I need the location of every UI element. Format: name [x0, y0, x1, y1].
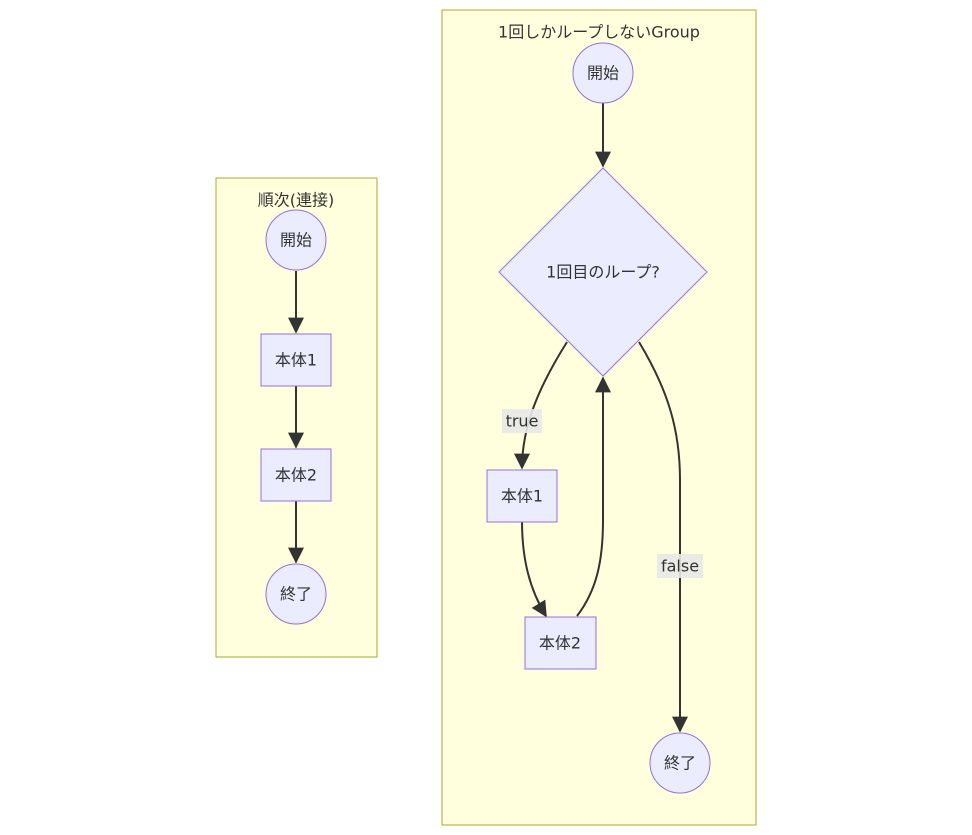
sequential-start-node: 開始	[265, 209, 327, 271]
sequential-start-label: 開始	[280, 231, 312, 250]
sequential-body2-label: 本体2	[275, 466, 317, 485]
edge-label-false: false	[657, 554, 703, 578]
loop-start-node: 開始	[572, 42, 634, 104]
loop-decision-node: 1回目のループ?	[498, 167, 708, 377]
loop-end-label: 終了	[664, 754, 696, 773]
loop-decision-label: 1回目のループ?	[546, 263, 660, 282]
loop-edge-body1-body2	[521, 520, 547, 618]
loop-body2-label: 本体2	[539, 634, 581, 653]
loop-body1-node: 本体1	[486, 469, 558, 523]
loop-body1-label: 本体1	[501, 487, 543, 506]
loop-group-cluster: 1回しかループしないGroup	[441, 9, 757, 826]
sequential-end-node: 終了	[265, 563, 327, 625]
loop-edge-body2-decision	[576, 376, 611, 617]
loop-group-cluster-title: 1回しかループしないGroup	[498, 23, 700, 42]
edge-label-true: true	[502, 409, 542, 433]
sequential-body2-node: 本体2	[260, 448, 332, 502]
edge-label-false-text: false	[661, 557, 699, 576]
loop-start-label: 開始	[587, 64, 619, 83]
loop-end-node: 終了	[649, 732, 711, 794]
sequential-body1-label: 本体1	[275, 351, 317, 370]
sequential-end-label: 終了	[280, 585, 312, 604]
loop-body2-node: 本体2	[524, 616, 597, 670]
edge-label-true-text: true	[506, 412, 539, 431]
sequential-cluster-title: 順次(連接)	[258, 191, 335, 210]
loop-edge-decision-body1	[514, 341, 568, 470]
sequential-body1-node: 本体1	[260, 333, 332, 387]
loop-edge-decision-end	[638, 341, 688, 733]
